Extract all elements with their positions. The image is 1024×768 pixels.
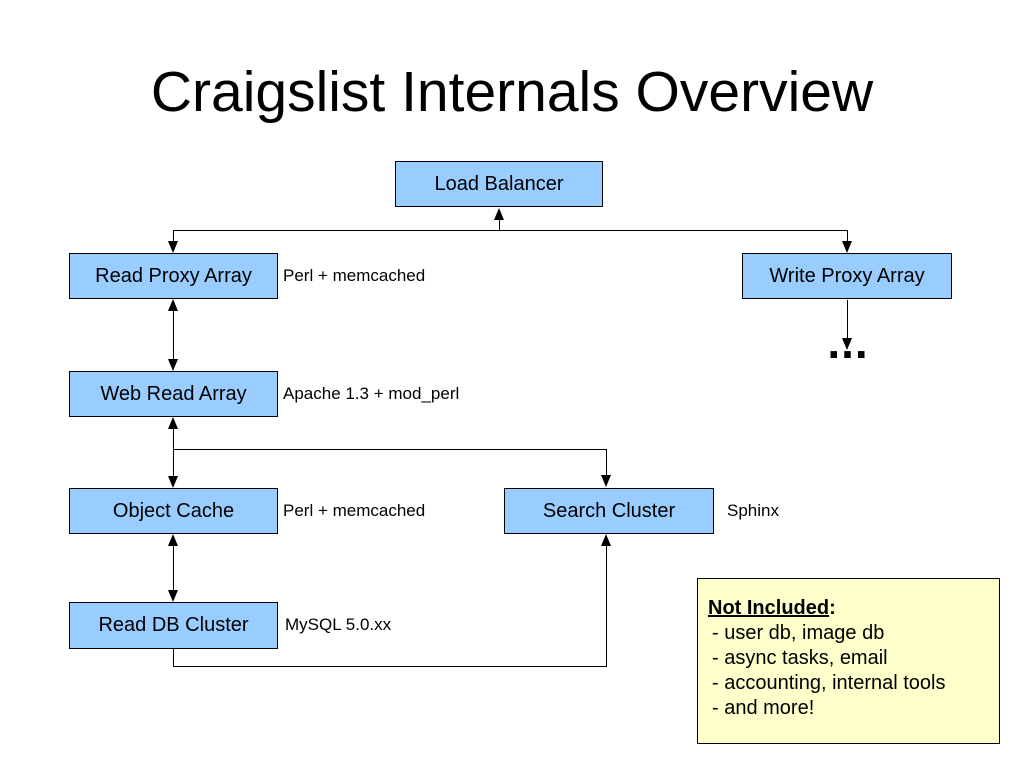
node-web-read-array: Web Read Array <box>69 371 278 417</box>
not-included-heading-text: Not Included <box>708 597 830 619</box>
node-load-balancer-label: Load Balancer <box>434 172 564 195</box>
arrowhead-into-object-cache-top <box>168 476 178 488</box>
annotation-search-cluster: Sphinx <box>727 501 779 520</box>
node-read-proxy-array: Read Proxy Array <box>69 253 278 299</box>
slide-title: Craigslist Internals Overview <box>150 60 874 124</box>
not-included-heading-colon: : <box>829 597 836 619</box>
arrowhead-into-search-cluster-bottom <box>601 534 611 546</box>
note-item-user-db: - user db, image db <box>712 622 885 644</box>
annotation-read-db-cluster: MySQL 5.0.xx <box>285 615 392 634</box>
ellipsis-more-nodes: ... <box>827 316 869 368</box>
note-item-async: - async tasks, email <box>712 647 888 669</box>
connector-readdb-search-vertical <box>606 546 607 667</box>
node-write-proxy-array-label: Write Proxy Array <box>769 264 925 287</box>
connector-webread-search-horizontal <box>173 449 607 450</box>
node-read-db-cluster: Read DB Cluster <box>69 602 278 649</box>
connector-read-proxy-stub <box>173 231 174 242</box>
node-search-cluster: Search Cluster <box>504 488 714 534</box>
connector-objectcache-readdb <box>173 545 174 591</box>
arrowhead-into-object-cache-bottom <box>168 534 178 546</box>
arrowhead-into-load-balancer <box>494 208 504 220</box>
node-read-proxy-array-label: Read Proxy Array <box>95 264 252 287</box>
arrowhead-into-read-db-top <box>168 590 178 602</box>
not-included-note: Not Included: - user db, image db - asyn… <box>697 578 1000 744</box>
node-load-balancer: Load Balancer <box>395 161 603 207</box>
arrowhead-into-web-read-top <box>168 359 178 371</box>
arrowhead-into-write-proxy <box>842 241 852 253</box>
connector-writeproxy-ellipsis <box>847 300 848 339</box>
arrowhead-into-read-proxy-bottom <box>168 299 178 311</box>
node-write-proxy-array: Write Proxy Array <box>742 253 952 299</box>
arrowhead-into-web-read-bottom <box>168 417 178 429</box>
arrowhead-into-ellipsis <box>842 338 852 350</box>
annotation-web-read-array: Apache 1.3 + mod_perl <box>283 384 460 403</box>
arrowhead-into-read-proxy <box>168 241 178 253</box>
connector-readdb-down <box>173 649 174 667</box>
connector-top-horizontal <box>173 230 848 231</box>
not-included-heading: Not Included: <box>708 596 993 621</box>
connector-write-proxy-stub <box>847 231 848 242</box>
note-item-and-more: - and more! <box>712 697 815 719</box>
connector-webread-objectcache <box>173 428 174 477</box>
annotation-object-cache: Perl + memcached <box>283 501 426 520</box>
connector-bottom-horizontal <box>173 666 607 667</box>
node-read-db-cluster-label: Read DB Cluster <box>98 614 249 636</box>
connector-load-balancer-stub <box>499 219 500 231</box>
note-item-accounting: - accounting, internal tools <box>712 672 946 694</box>
node-object-cache-label: Object Cache <box>112 499 235 522</box>
node-web-read-array-label: Web Read Array <box>100 382 247 405</box>
annotation-read-proxy-array: Perl + memcached <box>283 266 426 285</box>
arrowhead-into-search-cluster-top <box>601 475 611 487</box>
node-search-cluster-label: Search Cluster <box>542 499 676 522</box>
connector-readproxy-webread <box>173 310 174 360</box>
connector-webread-search-vertical <box>606 449 607 476</box>
node-object-cache: Object Cache <box>69 488 278 534</box>
